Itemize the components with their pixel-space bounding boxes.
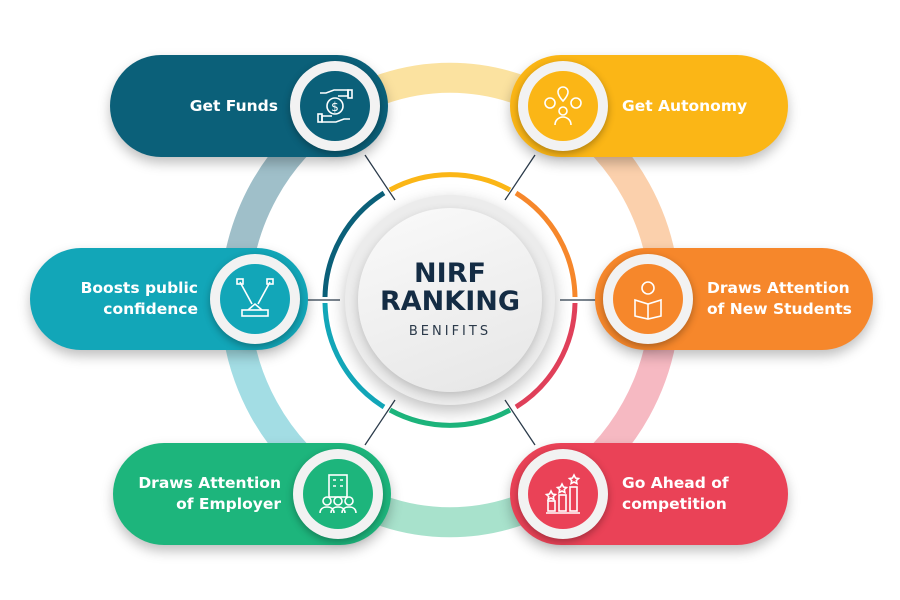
ring-segment-green <box>374 495 526 538</box>
benefit-attention-employer: Draws Attention of Employer <box>113 443 391 545</box>
connector-line <box>504 154 536 201</box>
money-hands-icon: $ <box>300 71 370 141</box>
ring-segment-yellow <box>374 62 526 105</box>
connector-line <box>364 154 396 201</box>
benefit-label: Get Autonomy <box>622 96 748 115</box>
benefit-boosts-public-confidence: Boosts public confidence <box>30 248 308 350</box>
growth-stars-icon <box>528 459 598 529</box>
arc-yellow <box>388 172 512 193</box>
office-people-icon <box>303 459 373 529</box>
benefit-label: Go Ahead of competition <box>622 474 729 513</box>
arc-orange <box>514 190 578 298</box>
benefit-get-autonomy: Get Autonomy <box>510 55 788 157</box>
center-disc: NIRF RANKING BENIFITS <box>358 208 542 392</box>
benefit-label: Get Funds <box>189 96 278 115</box>
center-title-line2: RANKING <box>379 286 520 317</box>
benefit-go-ahead-of-competition: Go Ahead of competition <box>510 443 788 545</box>
team-settings-icon <box>528 71 598 141</box>
benefit-label: Draws Attention of New Students <box>707 279 852 318</box>
spotlight-stage-icon <box>220 264 290 334</box>
arc-cyan <box>322 302 386 410</box>
center-title-line1: NIRF <box>414 258 486 289</box>
svg-text:$: $ <box>331 100 339 114</box>
center-subtitle: BENIFITS <box>408 324 492 339</box>
arc-green <box>388 407 512 428</box>
benefit-attention-new-students: Draws Attention of New Students <box>595 248 873 350</box>
benefit-label: Draws Attention of Employer <box>138 474 281 513</box>
benefit-label: Boosts public confidence <box>80 279 198 318</box>
arc-red <box>514 302 578 410</box>
connector-line <box>364 399 396 446</box>
connector-line <box>504 399 536 446</box>
student-reading-icon <box>613 264 683 334</box>
arc-teal <box>322 190 386 298</box>
benefit-get-funds: Get Funds $ <box>110 55 388 157</box>
